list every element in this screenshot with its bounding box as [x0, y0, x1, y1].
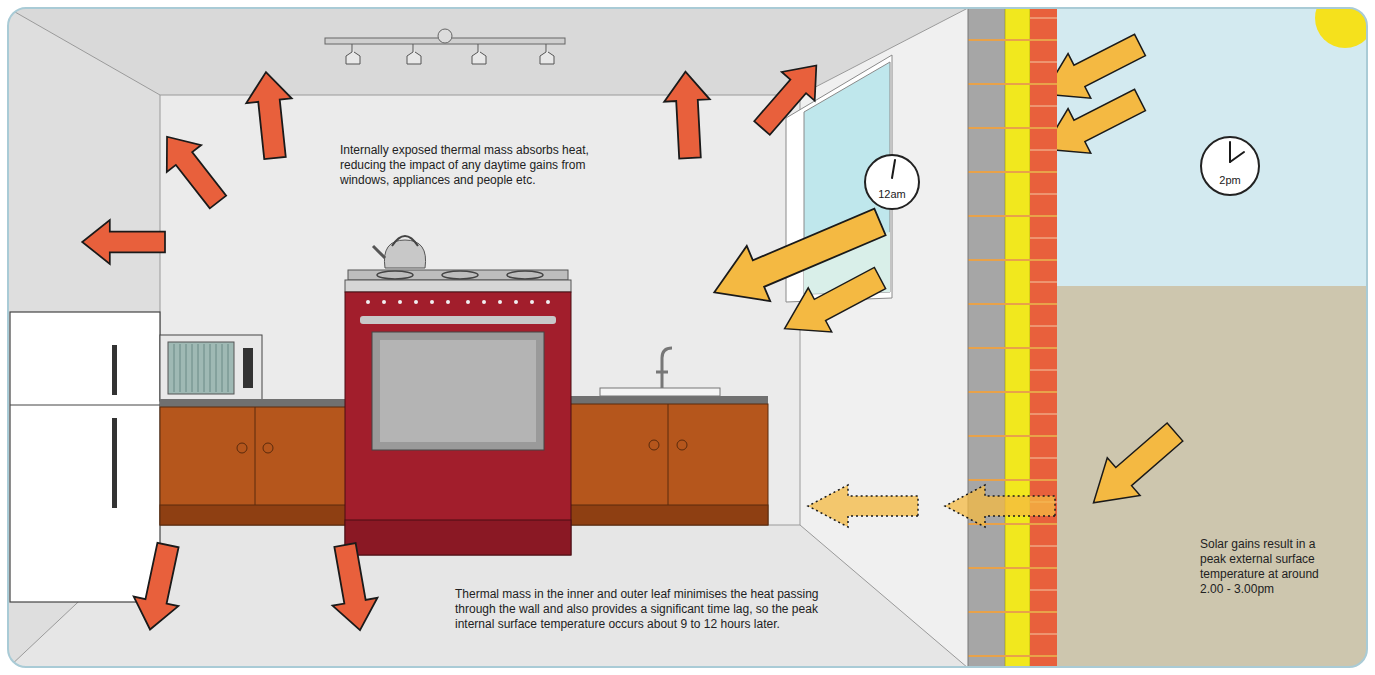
ground	[1057, 286, 1367, 667]
clock-time: 12am	[866, 188, 918, 200]
frame-border	[8, 8, 1367, 667]
clock-face: 2pm	[1200, 136, 1260, 196]
room-edges	[8, 8, 968, 667]
sun	[1315, 8, 1367, 48]
microwave	[160, 335, 262, 401]
room-background	[8, 8, 1367, 667]
solar-arrows	[703, 194, 1192, 521]
solar-arrows-wall	[1057, 23, 1151, 172]
note-text: Internally exposed thermal mass absorbs …	[340, 143, 610, 188]
fridge	[10, 312, 160, 602]
note-text: Thermal mass in the inner and outer leaf…	[455, 587, 840, 632]
clock-time: 2pm	[1202, 174, 1258, 186]
cooker	[345, 236, 571, 555]
spotlight-bar	[325, 29, 565, 64]
left-wall	[8, 8, 160, 667]
clock-face: 12am	[864, 154, 920, 210]
wall-section	[968, 8, 1057, 667]
note-text: Solar gains result in a peak external su…	[1200, 537, 1330, 597]
time-lag-arrows	[808, 485, 1055, 527]
ceiling	[8, 8, 968, 95]
heat-arrows	[82, 51, 833, 634]
